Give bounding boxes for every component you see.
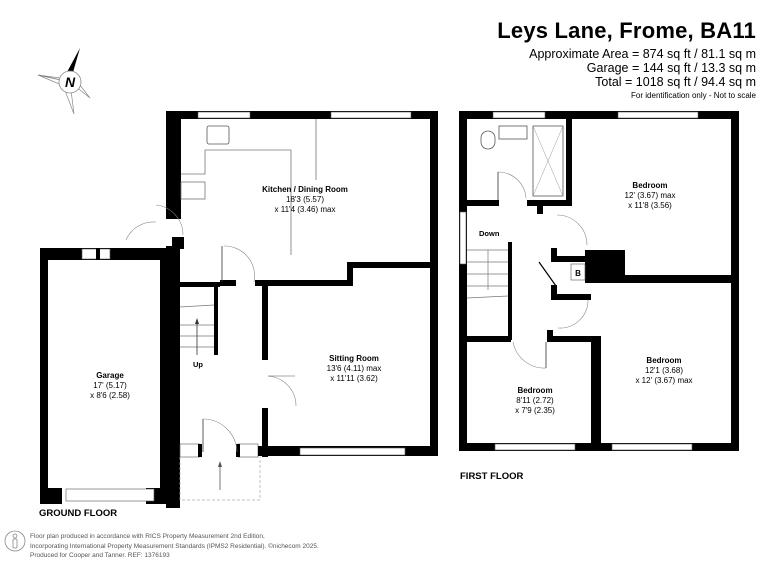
ground-floor-label: GROUND FLOOR (39, 508, 118, 519)
room-bedroom-1: Bedroom 12' (3.67) max x 11'8 (3.56) (625, 181, 676, 211)
property-title: Leys Lane, Frome, BA11 (497, 18, 756, 43)
room-dimension: 17' (5.17) (93, 381, 127, 390)
svg-text:N: N (65, 74, 76, 90)
footer-line: Incorporating International Property Mea… (30, 542, 319, 550)
ground-floor-plan (40, 111, 438, 508)
room-name: Bedroom (632, 181, 668, 190)
room-bedroom-2: Bedroom 12'1 (3.68) x 12' (3.67) max (635, 356, 692, 386)
room-dimension: 18'3 (5.57) (286, 195, 324, 204)
room-sitting-room: Sitting Room 13'6 (4.11) max x 11'11 (3.… (327, 354, 382, 384)
room-dimension: x 8'6 (2.58) (90, 391, 130, 400)
garage-area: Garage = 144 sq ft / 13.3 sq m (586, 61, 756, 75)
first-floor-plan: B (459, 111, 739, 451)
footer-line: Floor plan produced in accordance with R… (30, 533, 265, 540)
room-dimension: x 7'9 (2.35) (515, 406, 555, 415)
room-name: Garage (96, 371, 124, 380)
disclaimer: For identification only - Not to scale (631, 91, 756, 100)
svg-text:B: B (575, 269, 581, 278)
north-compass-icon: N (37, 48, 91, 115)
stairs-up-label: Up (193, 360, 203, 369)
total-area: Total = 1018 sq ft / 94.4 sq m (595, 75, 756, 89)
room-kitchen-dining: Kitchen / Dining Room 18'3 (5.57) x 11'4… (262, 185, 348, 215)
room-name: Bedroom (646, 356, 682, 365)
room-garage: Garage 17' (5.17) x 8'6 (2.58) (90, 371, 130, 401)
room-dimension: x 11'11 (3.62) (330, 374, 378, 383)
room-bedroom-3: Bedroom 8'11 (2.72) x 7'9 (2.35) (515, 386, 555, 416)
room-dimension: 12' (3.67) max (624, 191, 676, 200)
room-dimension: x 11'8 (3.56) (628, 201, 672, 210)
room-dimension: x 12' (3.67) max (635, 376, 693, 385)
footer-notes: Floor plan produced in accordance with R… (30, 532, 319, 561)
first-floor-label: FIRST FLOOR (460, 471, 524, 482)
footer-line: Produced for Cooper and Tanner. REF: 137… (30, 552, 170, 559)
person-icon (4, 530, 26, 552)
room-dimension: 13'6 (4.11) max (326, 364, 382, 373)
room-dimension: x 11'4 (3.46) max (274, 205, 336, 214)
room-dimension: 12'1 (3.68) (644, 366, 683, 375)
room-name: Bedroom (517, 386, 553, 395)
room-dimension: 8'11 (2.72) (516, 396, 554, 405)
room-name: Sitting Room (329, 354, 379, 363)
approximate-area: Approximate Area = 874 sq ft / 81.1 sq m (529, 47, 756, 61)
room-name: Kitchen / Dining Room (262, 185, 348, 194)
stairs-down-label: Down (479, 229, 500, 238)
